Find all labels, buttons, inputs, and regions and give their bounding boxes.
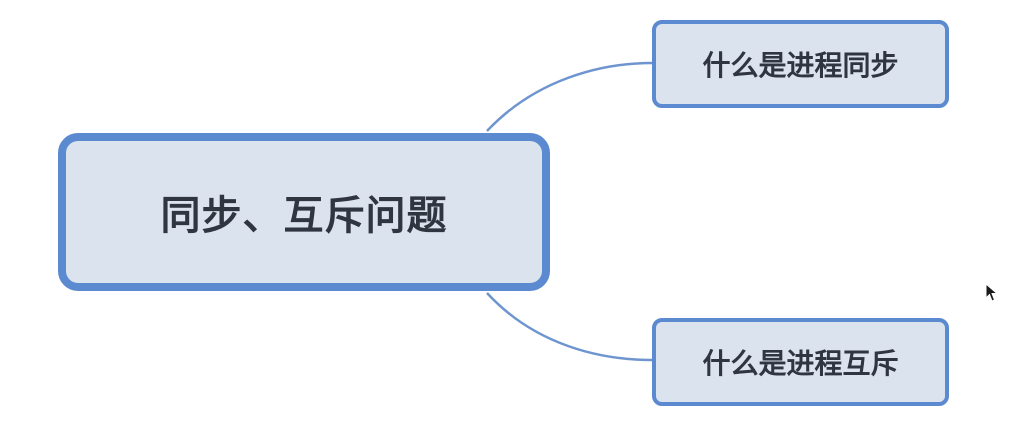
subtopic-label: 什么是进程互斥 — [702, 347, 899, 380]
connector-to-subtopic-2 — [486, 292, 653, 362]
central-topic-label: 同步、互斥问题 — [160, 193, 448, 239]
mouse-pointer-icon — [985, 283, 999, 302]
subtopic-node-process-sync[interactable]: 什么是进程同步 — [652, 20, 949, 108]
central-topic-node[interactable]: 同步、互斥问题 — [58, 133, 550, 291]
subtopic-node-process-mutex[interactable]: 什么是进程互斥 — [652, 318, 949, 406]
connector-to-subtopic-1 — [486, 61, 653, 132]
subtopic-label: 什么是进程同步 — [702, 49, 899, 82]
